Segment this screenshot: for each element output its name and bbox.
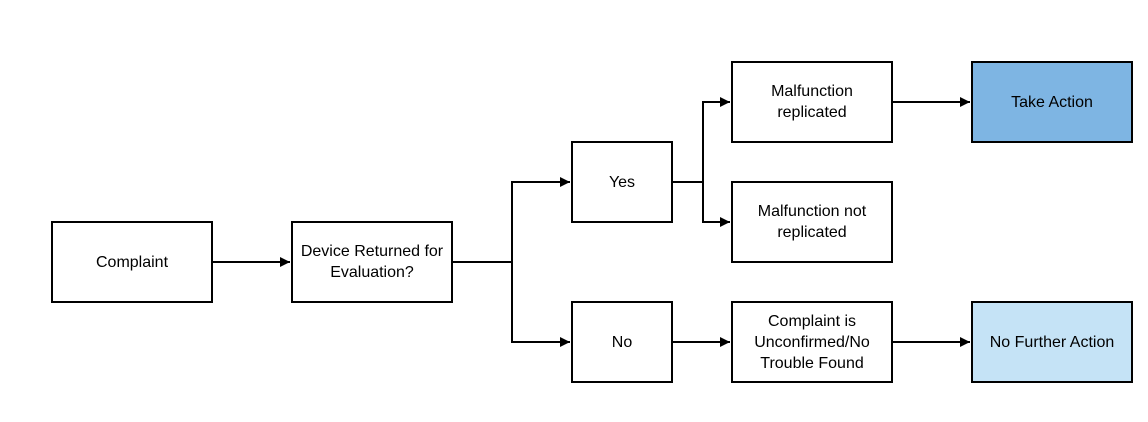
node-no: No <box>571 301 673 383</box>
node-yes: Yes <box>571 141 673 223</box>
node-no-label: No <box>611 333 633 351</box>
node-malfunction-replicated-label: Malfunction replicated <box>771 83 853 121</box>
node-unconfirmed: Complaint is Unconfirmed/No Trouble Foun… <box>731 301 893 383</box>
node-complaint: Complaint <box>51 221 213 303</box>
node-malfunction-replicated: Malfunction replicated <box>731 61 893 143</box>
node-device-returned-label: Device Returned for Evaluation? <box>300 243 444 281</box>
node-yes-label: Yes <box>608 173 636 191</box>
node-no-further-action-label: No Further Action <box>989 333 1115 351</box>
node-take-action-label: Take Action <box>1011 93 1093 111</box>
arrow-device-returned-to-yes <box>452 177 570 263</box>
arrow-device-returned-to-no <box>511 262 570 347</box>
node-malfunction-not-replicated: Malfunction not replicated <box>731 181 893 263</box>
node-take-action: Take Action <box>971 61 1133 143</box>
node-no-further-action: No Further Action <box>971 301 1133 383</box>
node-device-returned: Device Returned for Evaluation? <box>291 221 453 303</box>
node-unconfirmed-label: Complaint is Unconfirmed/No Trouble Foun… <box>754 312 870 372</box>
arrow-yes-to-malfunction-not-replicated <box>702 182 730 227</box>
node-complaint-label: Complaint <box>95 253 169 271</box>
arrow-yes-to-malfunction-replicated <box>672 97 730 183</box>
node-malfunction-not-replicated-label: Malfunction not replicated <box>757 203 867 241</box>
